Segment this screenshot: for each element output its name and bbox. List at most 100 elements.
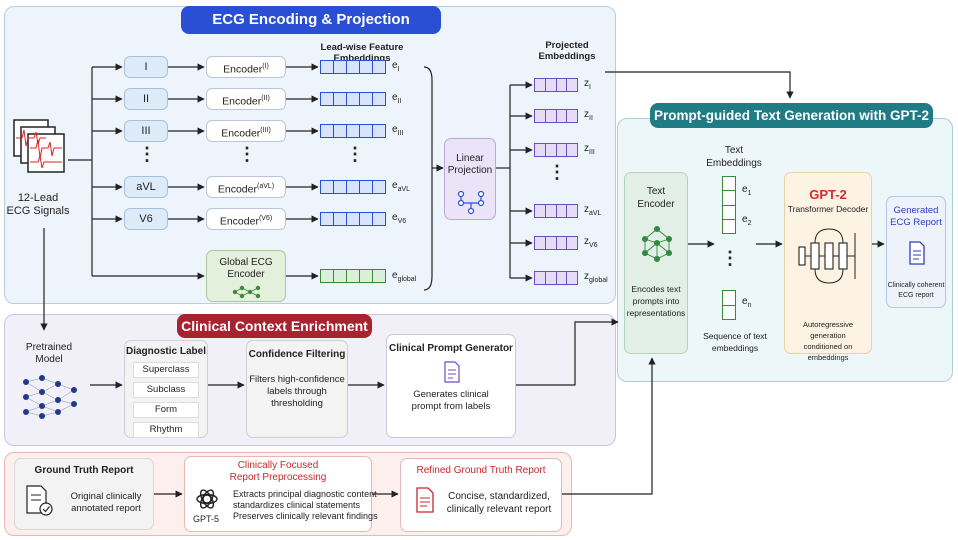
encoding-panel-title: ECG Encoding & Projection [181,6,441,34]
encoder-sup: (III) [260,127,271,134]
text-embedding-block-1 [722,176,736,234]
refined-line1: Concise, standardized, [448,491,550,502]
prompt-gen-line2: prompt from labels [411,401,491,412]
clinical-panel-title: Clinical Context Enrichment [177,314,372,338]
global-encoder-line1: Global ECG [219,257,273,268]
confidence-line2: labels through [267,386,327,397]
e-sub: n [747,302,752,309]
generated-document-icon [909,241,925,265]
e-base: e [392,124,398,135]
gpt2-box: GPT-2 Transformer Decoder Autoregressive… [784,172,872,362]
global-encoder-line2: Encoder [227,269,265,280]
encoder-label: Encoder [221,127,261,140]
generated-cap1: Clinically coherent [887,282,945,289]
encoder-i: Encoder(I) [206,56,286,78]
leadwise-title-line1: Lead-wise Feature [320,42,404,53]
z-sub: V6 [589,242,598,249]
diagnostic-item: Form [133,402,199,418]
refined-report-box: Refined Ground Truth Report Concise, sta… [400,458,562,532]
gpt2-cap2: conditioned on embeddings [803,342,853,362]
text-emb-label-n: en [742,296,751,309]
lead-dots: ⋮ [138,144,156,164]
encoder-sup: (V6) [258,215,273,222]
linear-line1: Linear [456,153,484,164]
encoder-sup: (aVL) [256,183,275,190]
embedding-dots: ⋮ [346,144,364,164]
text-emb-cap1: Sequence of text [703,331,767,341]
diagnostic-item: Subclass [133,382,199,398]
gt-title: Ground Truth Report [34,465,134,476]
refined-line2: clinically relevant report [446,504,552,515]
z-sub: global [589,277,608,284]
projected-title-line1: Projected [545,40,589,51]
projected-title: Projected Embeddings [530,40,604,62]
prompt-gen-title: Clinical Prompt Generator [389,343,513,354]
lead-box-ii: II [124,88,168,110]
diagnostic-title: Diagnostic Label [125,346,206,357]
embedding-iii [320,124,386,138]
input-label-line1: 12-Lead [17,192,59,204]
z-base: z [584,271,589,282]
diagnostic-label-box: Diagnostic Label Superclass Subclass For… [124,340,208,438]
gpt2-subtitle: Transformer Decoder [787,204,869,214]
text-encoder-box: Text Encoder Encodes text prompts into r… [624,172,688,354]
text-encoder-d1: Encodes text [631,284,681,294]
embedding-ii [320,92,386,106]
preproc-line1: Extracts principal diagnostic content [233,489,377,499]
projected-embedding-global [534,271,578,285]
gpt2-cap1: Autoregressive generation [802,320,854,340]
text-emb-label-2: e2 [742,214,751,227]
e-sub: 2 [747,220,752,227]
prompt-gen-line1: Generates clinical [413,389,489,400]
e-sub: aVL [397,186,411,193]
global-encoder-box: Global ECG Encoder [206,250,286,302]
z-sub: III [589,149,595,156]
z-base: z [584,143,589,154]
encoder-label: Encoder [223,63,263,76]
text-embeddings-title: Text Embeddings [700,144,768,170]
e-label-iii: eIII [392,124,403,137]
text-emb-caption: Sequence of text embeddings [696,330,774,354]
e-sub: III [397,130,404,137]
text-encoder-network-icon [642,226,672,262]
text-emb-cap2: embeddings [711,343,759,353]
encoder-label: Encoder [217,183,257,196]
gpt2-title: GPT-2 [809,187,847,202]
e-base: e [392,92,398,103]
embedding-v6 [320,212,386,226]
preproc-line3: Preserves clinically relevant findings [233,511,378,521]
e-base: e [742,184,748,195]
encoder-avl: Encoder(aVL) [206,176,286,198]
gpt-logo-icon [196,489,218,509]
preproc-title2: Report Preprocessing [229,472,327,483]
z-label-avl: zaVL [584,204,601,217]
report-preprocessing-box: Clinically Focused Report Preprocessing … [184,456,378,532]
encoder-dots: ⋮ [238,144,256,164]
e-sub: global [397,276,417,283]
e-label-v6: eV6 [392,212,406,225]
encoder-ii: Encoder(II) [206,88,286,110]
embedding-i [320,60,386,74]
gt-line1: Original clinically [70,491,142,502]
z-base: z [584,204,589,215]
e-label-ii: eII [392,92,401,105]
text-encoder-line2: Encoder [637,199,675,210]
z-sub: aVL [589,210,602,217]
encoder-iii: Encoder(III) [206,120,286,142]
encoder-label: Encoder [222,95,262,108]
e-sub: II [397,98,402,105]
clinical-prompt-generator-box: Clinical Prompt Generator Generates clin… [386,334,516,438]
e-base: e [742,296,748,307]
text-emb-line2: Embeddings [706,158,762,169]
z-base: z [584,236,589,247]
input-label-line2: ECG Signals [6,205,70,217]
ecg-signals-icon [13,119,65,173]
e-base: e [392,270,398,281]
leadwise-title: Lead-wise Feature Embeddings [314,42,410,64]
linear-line2: Projection [447,165,493,176]
z-base: z [584,78,589,89]
text-encoder-d2: prompts into [632,296,680,306]
text-emb-label-1: e1 [742,184,751,197]
ground-truth-report-box: Ground Truth Report Original clinically … [14,458,154,530]
